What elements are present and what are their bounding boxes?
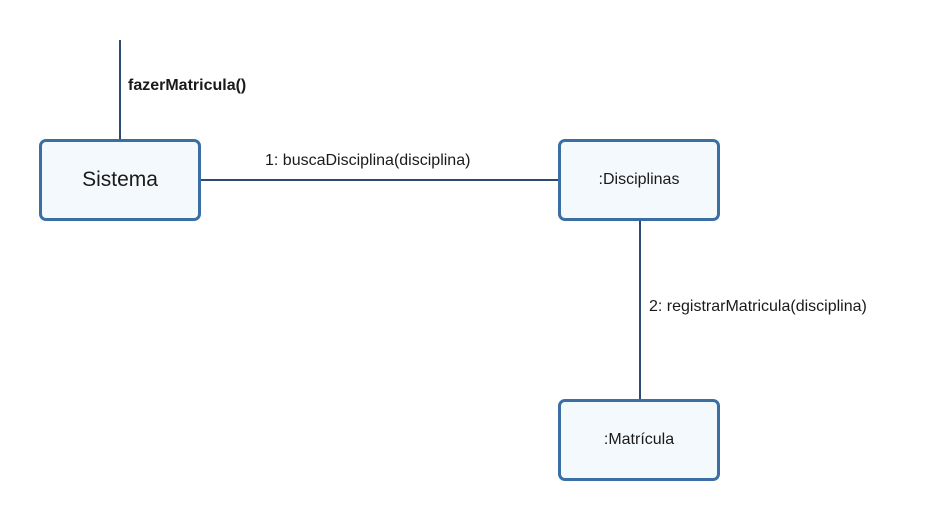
node-matricula-label: :Matrícula: [603, 431, 675, 448]
entry-connector: [119, 40, 121, 140]
node-disciplinas[interactable]: :Disciplinas: [558, 139, 720, 221]
node-disciplinas-label: :Disciplinas: [598, 171, 680, 188]
node-sistema-label: Sistema: [82, 168, 158, 191]
entry-message-label: fazerMatricula(): [128, 77, 247, 94]
message-2-label: 2: registrarMatricula(disciplina): [649, 298, 867, 315]
node-matricula[interactable]: :Matrícula: [558, 399, 720, 481]
message-1-label: 1: buscaDisciplina(disciplina): [265, 152, 471, 169]
sistema-disciplinas-connector: [200, 179, 560, 181]
disciplinas-matricula-connector: [639, 220, 641, 400]
node-sistema[interactable]: Sistema: [39, 139, 201, 221]
